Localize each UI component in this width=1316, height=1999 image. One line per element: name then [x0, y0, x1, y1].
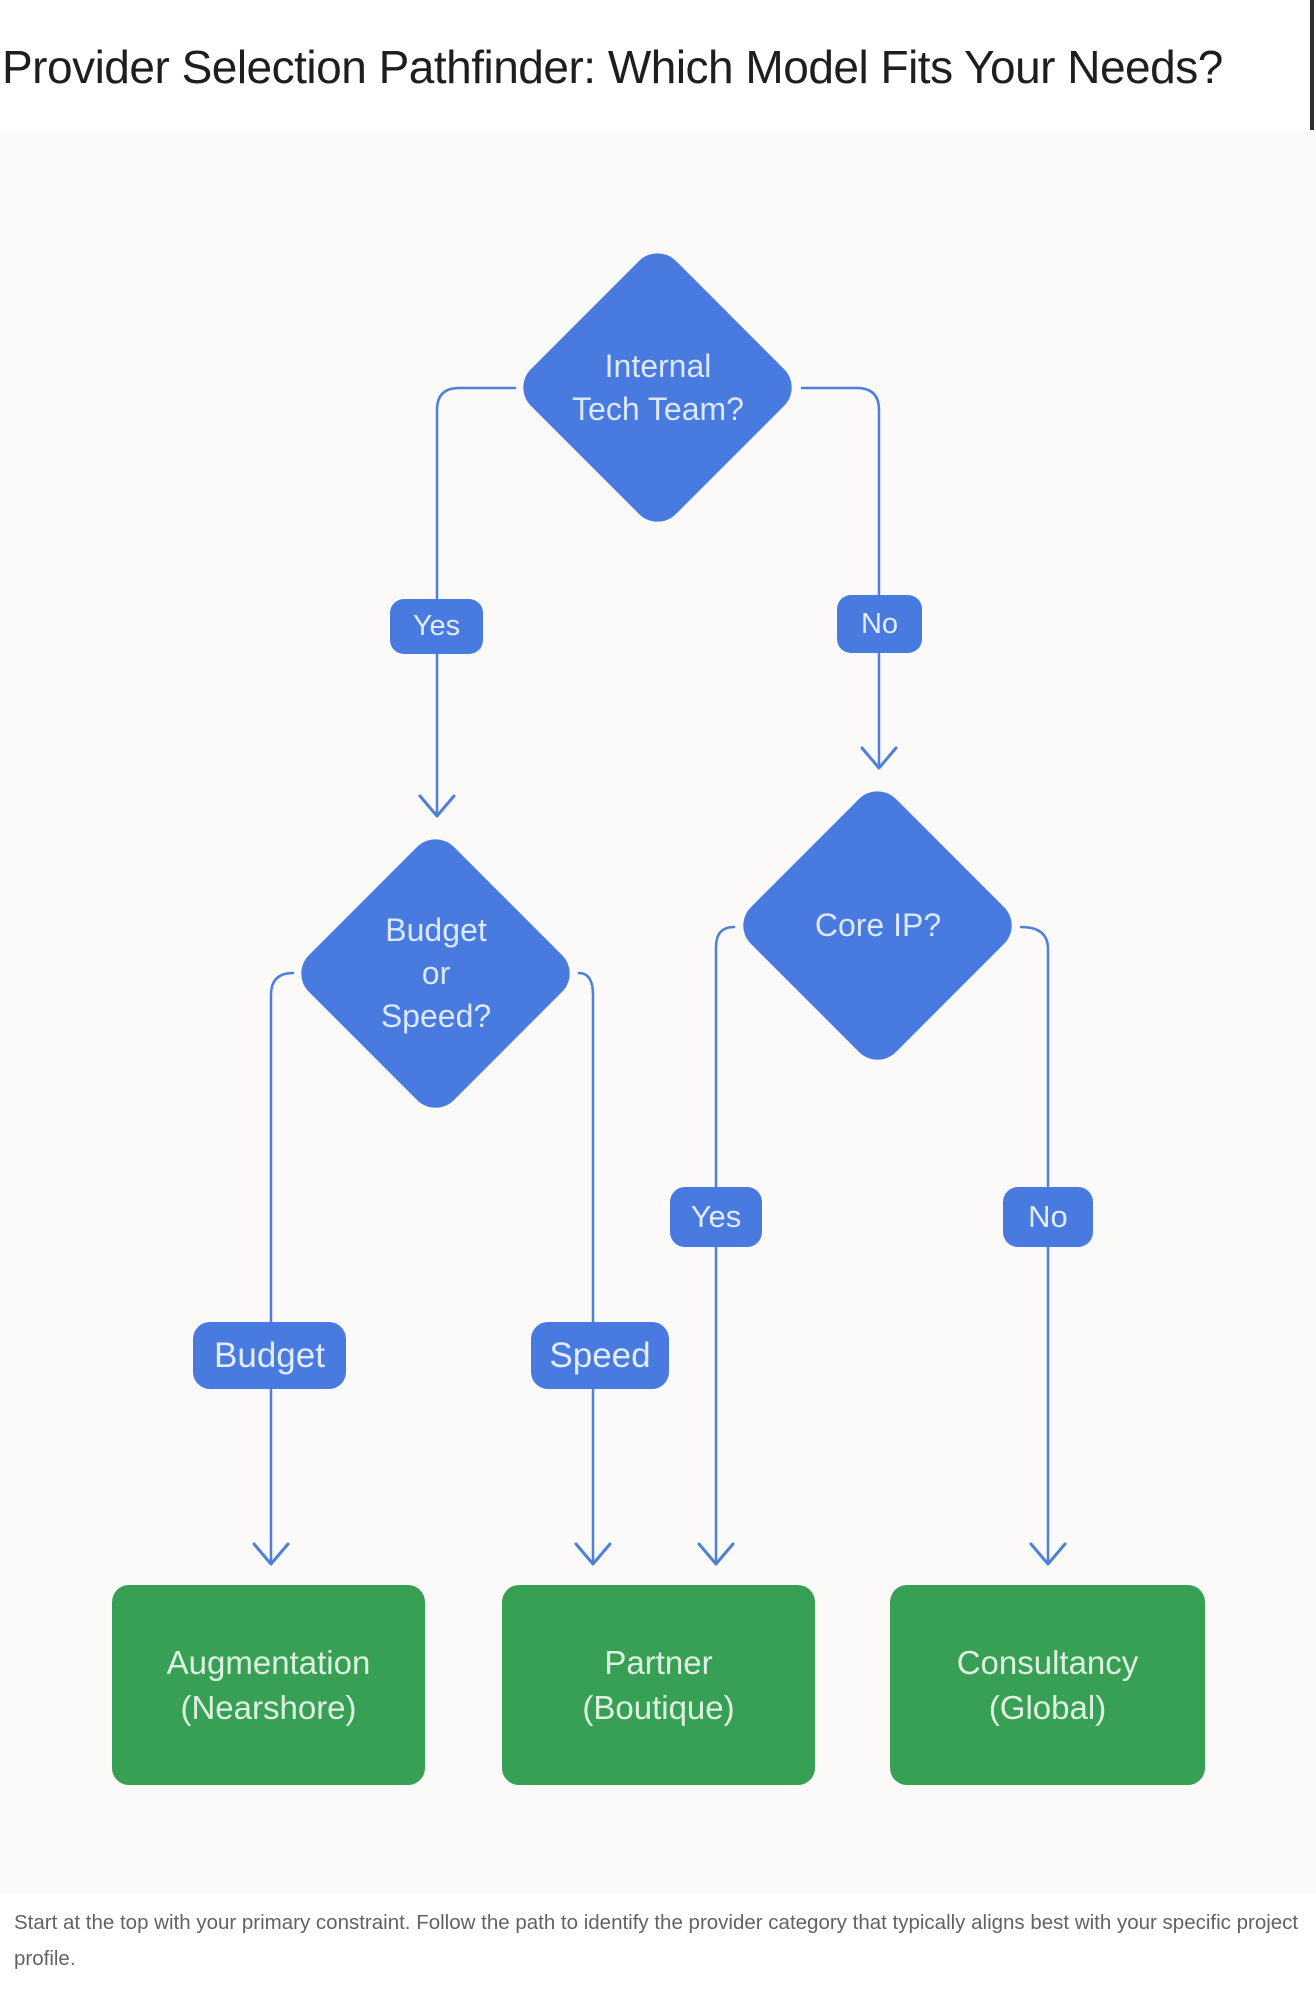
- connector-speed-upper: [577, 971, 595, 1327]
- decision-line: Internal: [604, 347, 712, 384]
- result-line: (Global): [988, 1689, 1107, 1726]
- decision-line: Core IP?: [814, 907, 942, 943]
- result-partner-boutique: Partner (Boutique): [502, 1585, 815, 1785]
- connector-ip-no-upper: [1019, 925, 1050, 1191]
- result-line: (Boutique): [582, 1689, 735, 1726]
- arrowhead-ip-no: [1029, 1542, 1067, 1566]
- result-line: Consultancy: [956, 1644, 1139, 1681]
- edge-label-budget: Budget: [193, 1322, 346, 1389]
- edge-label-team-no: No: [837, 595, 922, 653]
- connector-team-yes-upper: [435, 386, 517, 604]
- decision-line: Speed?: [380, 998, 492, 1034]
- connector-budget-upper: [269, 971, 295, 1327]
- arrowhead-team-yes: [418, 794, 456, 818]
- edge-label-ip-no: No: [1003, 1187, 1093, 1247]
- result-augmentation-nearshore: Augmentation (Nearshore): [112, 1585, 425, 1785]
- edge-label-ip-yes: Yes: [670, 1187, 762, 1247]
- result-line: Partner: [604, 1644, 713, 1681]
- decision-core-ip-label: Core IP?: [733, 823, 1023, 1028]
- decision-internal-tech-team-label: Internal Tech Team?: [513, 285, 803, 490]
- decision-budget-or-speed-label: Budget or Speed?: [291, 871, 581, 1076]
- right-scrollbar[interactable]: [1310, 0, 1314, 130]
- arrowhead-speed: [574, 1542, 612, 1566]
- decision-line: Tech Team?: [572, 390, 744, 427]
- result-consultancy-global: Consultancy (Global): [890, 1585, 1205, 1785]
- connector-team-no-upper: [800, 386, 881, 597]
- edge-label-team-yes: Yes: [390, 599, 483, 654]
- edge-label-speed: Speed: [531, 1322, 669, 1389]
- diagram-caption: Start at the top with your primary const…: [14, 1911, 1299, 1970]
- decision-line: Budget: [385, 912, 487, 948]
- result-line: Augmentation: [166, 1644, 371, 1681]
- page-title: Provider Selection Pathfinder: Which Mod…: [2, 41, 1223, 93]
- decision-line: or: [421, 955, 451, 991]
- connector-ip-yes-upper: [714, 925, 736, 1191]
- result-line: (Nearshore): [180, 1689, 357, 1726]
- arrowhead-ip-yes: [697, 1542, 735, 1566]
- arrowhead-team-no: [860, 746, 898, 770]
- arrowhead-budget: [252, 1542, 290, 1566]
